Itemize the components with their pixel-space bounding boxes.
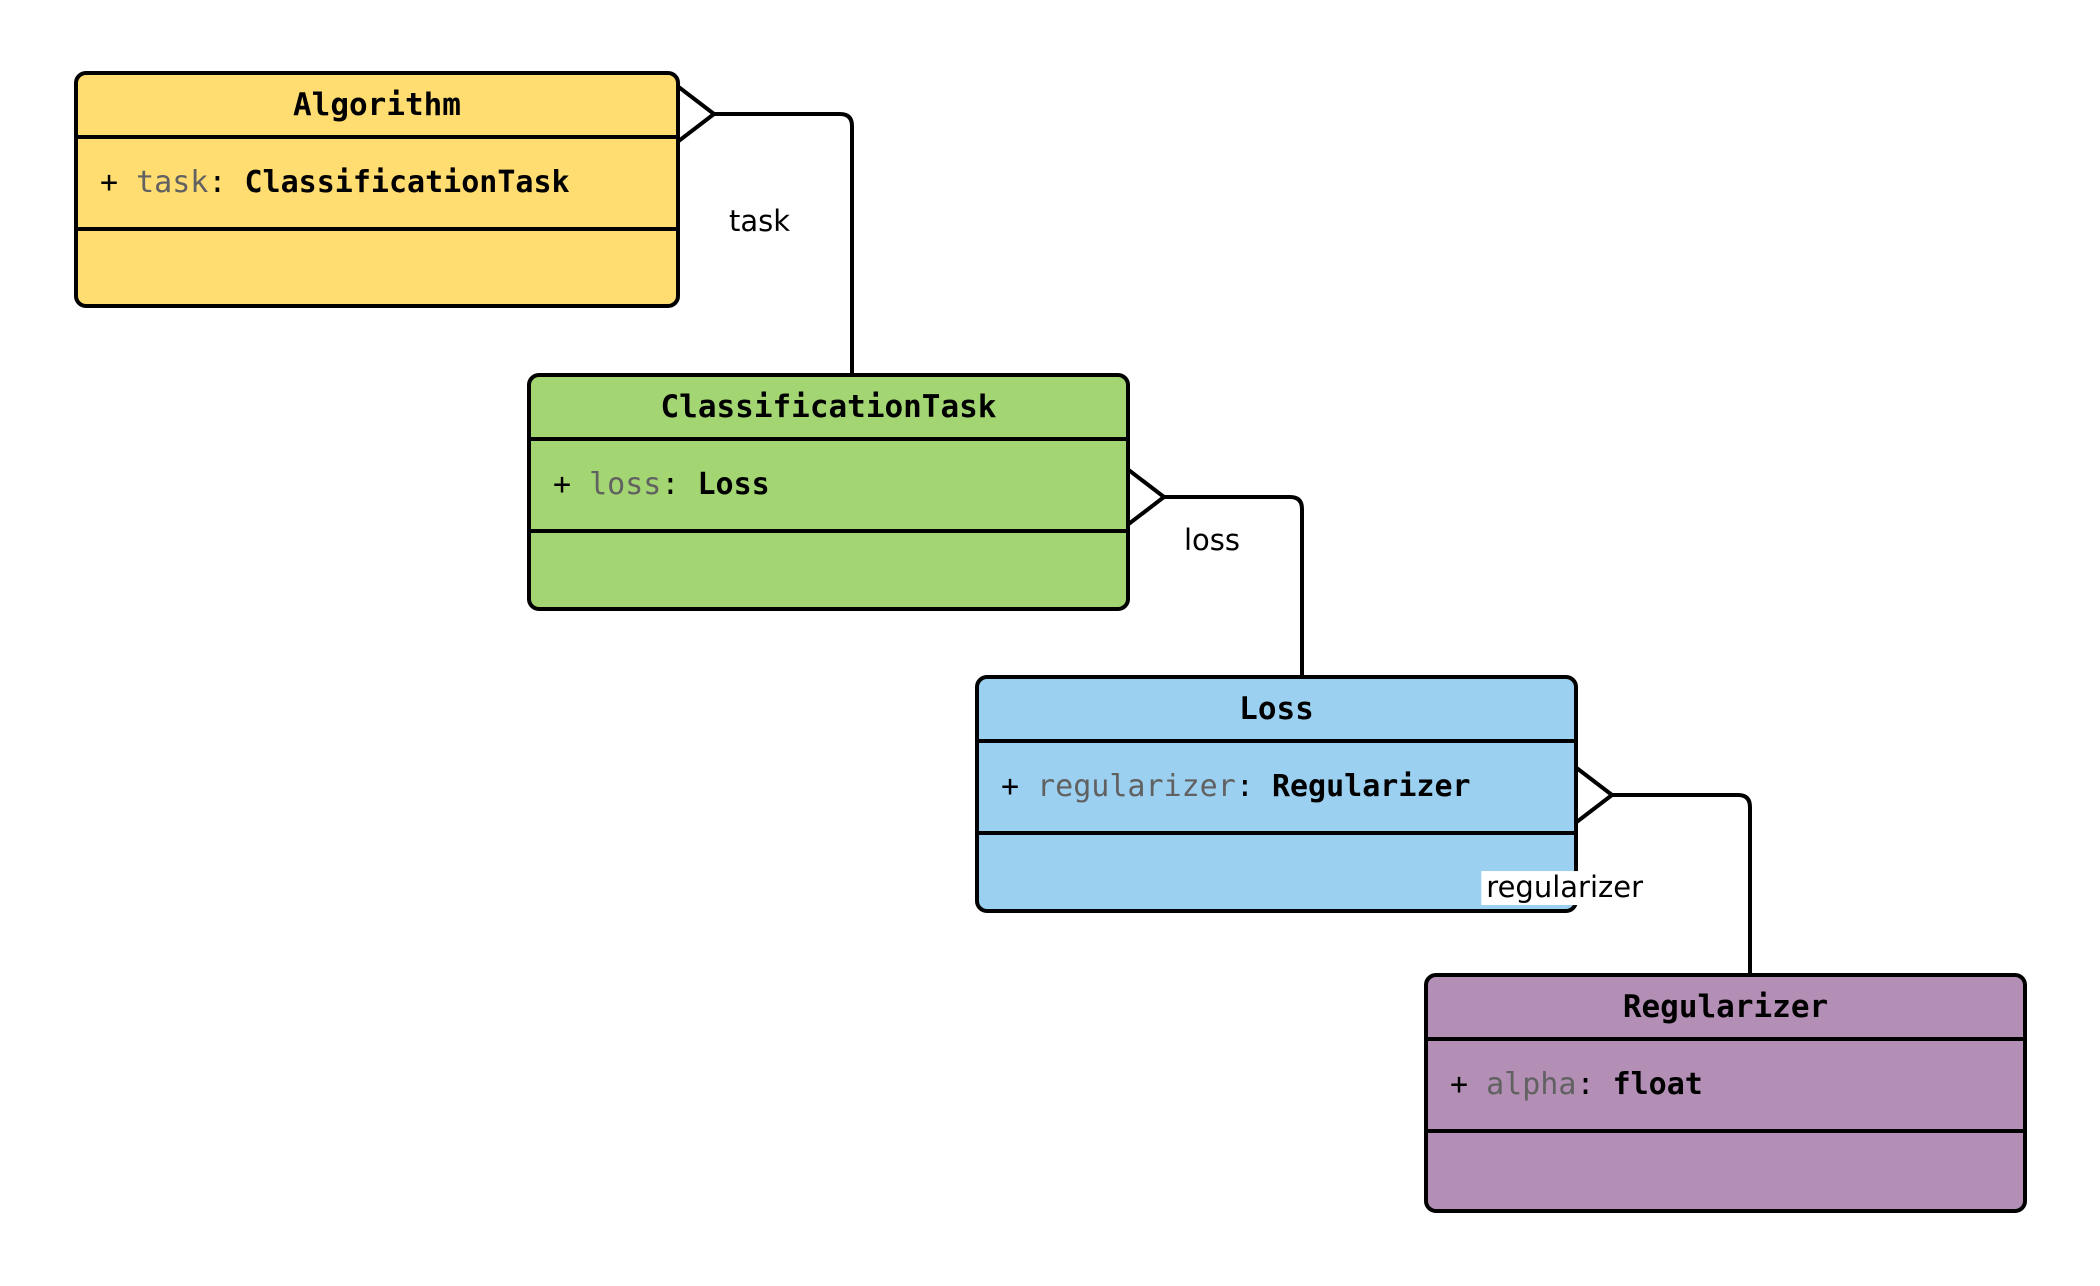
relation-label-regularizer: regularizer <box>1481 871 1648 905</box>
attribute-type: ClassificationTask <box>244 165 570 200</box>
attribute-separator: : <box>1235 769 1254 804</box>
attribute-row: + regularizer: Regularizer <box>1001 772 1471 802</box>
class-box-loss[interactable]: Loss + regularizer: Regularizer <box>975 675 1578 913</box>
attribute-name: loss <box>589 467 662 502</box>
attribute-visibility: + <box>1450 1067 1469 1102</box>
attribute-name: task <box>136 165 209 200</box>
class-name-algorithm: Algorithm <box>78 75 676 139</box>
attribute-row: + loss: Loss <box>553 470 770 500</box>
class-attributes-algorithm: + task: ClassificationTask <box>78 139 676 231</box>
attribute-visibility: + <box>553 467 572 502</box>
class-attributes-classificationtask: + loss: Loss <box>531 441 1126 533</box>
relation-line-task <box>714 112 854 373</box>
attribute-separator: : <box>208 165 227 200</box>
attribute-visibility: + <box>100 165 119 200</box>
attribute-name: regularizer <box>1037 769 1236 804</box>
class-name-regularizer: Regularizer <box>1428 977 2023 1041</box>
relation-label-loss: loss <box>1178 524 1245 558</box>
attribute-separator: : <box>661 467 680 502</box>
class-box-classificationtask[interactable]: ClassificationTask + loss: Loss <box>527 373 1130 611</box>
class-methods-classificationtask <box>531 533 1126 606</box>
class-attributes-regularizer: + alpha: float <box>1428 1041 2023 1133</box>
attribute-name: alpha <box>1486 1067 1577 1102</box>
attribute-separator: : <box>1576 1067 1595 1102</box>
class-name-classificationtask: ClassificationTask <box>531 377 1126 441</box>
attribute-row: + alpha: float <box>1450 1070 1703 1100</box>
class-box-algorithm[interactable]: Algorithm + task: ClassificationTask <box>74 71 680 308</box>
class-methods-regularizer <box>1428 1133 2023 1206</box>
attribute-visibility: + <box>1001 769 1020 804</box>
class-methods-algorithm <box>78 231 676 304</box>
attribute-type: float <box>1612 1067 1703 1102</box>
class-attributes-loss: + regularizer: Regularizer <box>979 743 1574 835</box>
attribute-type: Loss <box>697 467 770 502</box>
attribute-row: + task: ClassificationTask <box>100 168 570 198</box>
class-name-loss: Loss <box>979 679 1574 743</box>
class-box-regularizer[interactable]: Regularizer + alpha: float <box>1424 973 2027 1213</box>
attribute-type: Regularizer <box>1271 769 1471 804</box>
relation-label-task: task <box>723 205 795 239</box>
